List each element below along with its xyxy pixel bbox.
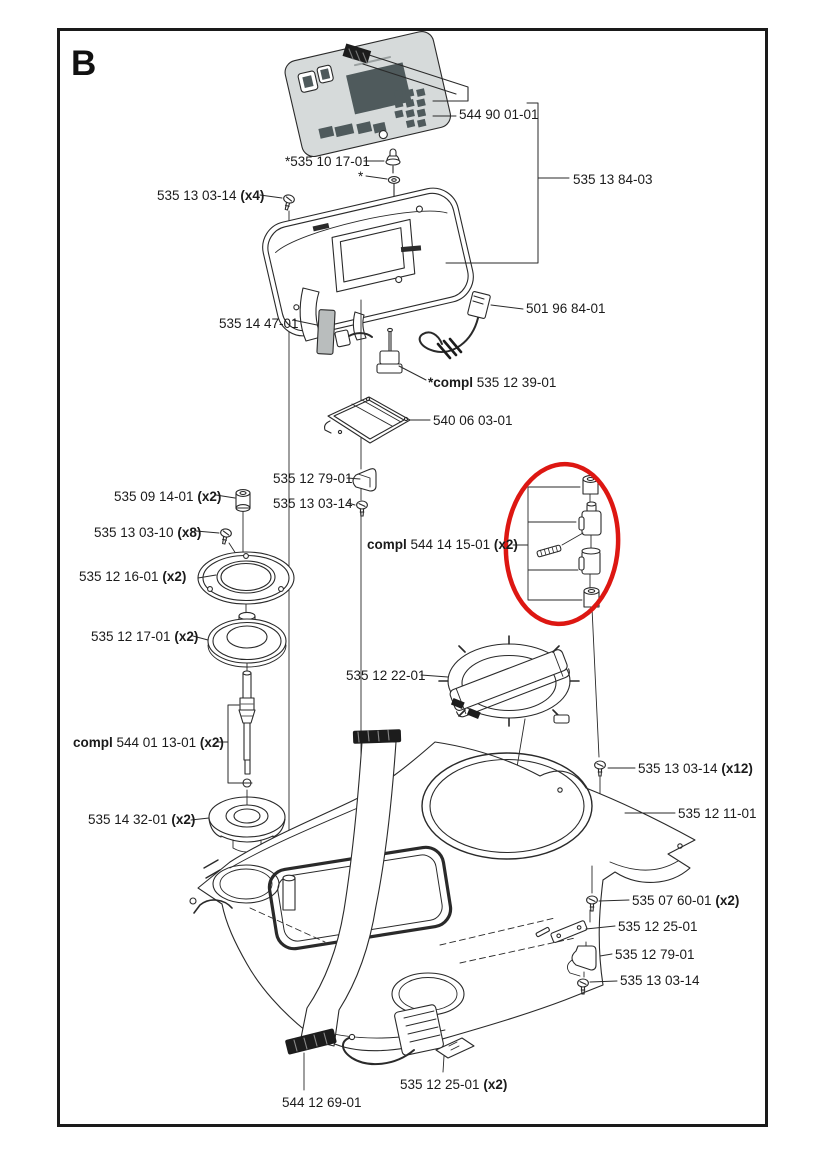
part-label: 535 14 47-01 (219, 316, 299, 331)
screw-x4-drawing (280, 193, 296, 212)
seal-ring-drawing (197, 551, 295, 605)
rubber-cap-drawing (385, 148, 401, 166)
part-label: 535 13 03-14 (x4) (157, 188, 265, 203)
lid-drawing (438, 635, 580, 798)
grommet-drawing (208, 796, 286, 853)
leader-lines (190, 102, 676, 983)
keypad-overlay-drawing (284, 31, 469, 158)
part-label: 535 12 22-01 (346, 668, 426, 683)
part-label: 535 14 32-01 (x2) (88, 812, 196, 827)
part-label: 535 09 14-01 (x2) (114, 489, 222, 504)
screw-drawing-mid (356, 500, 368, 517)
bottom-right-parts-drawing (535, 865, 598, 995)
part-label: 540 06 03-01 (433, 413, 513, 428)
part-label: 535 12 16-01 (x2) (79, 569, 187, 584)
part-label: 535 12 17-01 (x2) (91, 629, 199, 644)
chassis-frame-drawing (324, 396, 411, 444)
highlight-circle (503, 461, 621, 627)
foam-strip-drawing (316, 309, 336, 355)
chassis-drawing (189, 741, 696, 1052)
clip-drawing-mid (352, 468, 377, 492)
part-label: 535 12 79-01 (273, 471, 353, 486)
shaft-assembly-drawing (238, 670, 256, 788)
top-cover-drawing (262, 187, 474, 342)
chassis-ribbon-cable-drawing (285, 729, 402, 1055)
part-label: *535 10 17-01 (285, 154, 370, 169)
part-label: compl 544 01 13-01 (x2) (73, 735, 224, 750)
screw-x8-drawing (217, 527, 233, 546)
part-label: 535 12 11-01 (678, 806, 757, 821)
part-label: 535 12 79-01 (615, 947, 695, 962)
washer-drawing (387, 176, 401, 184)
section-letter: B (71, 44, 97, 83)
part-label: 535 13 84-03 (573, 172, 653, 187)
spring-pin-drawing (536, 544, 562, 558)
part-label: 544 12 69-01 (282, 1095, 362, 1110)
part-label: 535 13 03-14 (273, 496, 353, 511)
part-label: 535 07 60-01 (x2) (632, 893, 740, 908)
part-label: compl 544 14 15-01 (x2) (367, 537, 518, 552)
part-label: * (358, 169, 364, 184)
part-label: 535 12 25-01 (x2) (400, 1077, 508, 1092)
hinge-kit-drawing (512, 475, 602, 758)
sensor-unit-drawing (376, 327, 403, 374)
part-label: 535 13 03-14 (620, 973, 700, 988)
part-label: 501 96 84-01 (526, 301, 606, 316)
part-label: *compl 535 12 39-01 (428, 375, 557, 390)
part-label: 544 90 01-01 (459, 107, 539, 122)
screw-x12-drawing (594, 760, 606, 777)
part-label: 535 12 25-01 (618, 919, 698, 934)
keypad-ribbon-cable (342, 43, 469, 102)
motor-box-drawing (342, 1004, 444, 1066)
diagram-border-frame (57, 28, 768, 1127)
part-label: 535 13 03-10 (x8) (94, 525, 202, 540)
part-label: 535 13 03-14 (x12) (638, 761, 753, 776)
dome-seal-drawing (207, 611, 287, 668)
label-plate-drawing (435, 1037, 475, 1073)
spacer-cylinder-drawing (235, 489, 251, 512)
